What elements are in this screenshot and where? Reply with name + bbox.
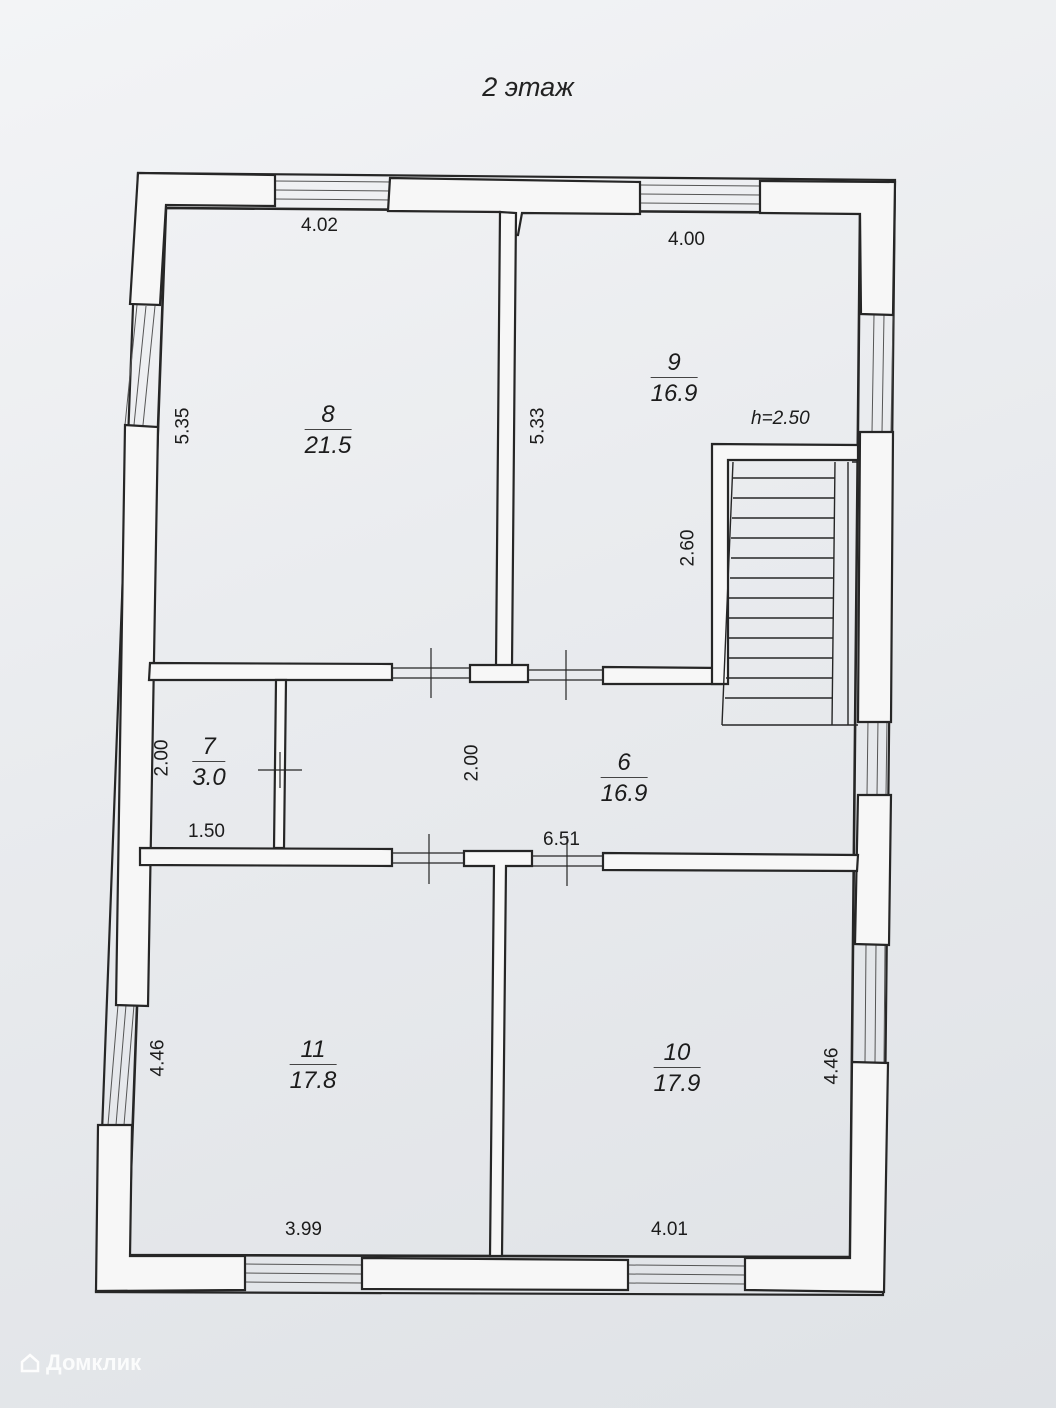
window-bottom-right <box>627 1264 746 1285</box>
room-area: 17.8 <box>289 1067 337 1094</box>
pier-right-mid <box>853 793 893 947</box>
dim-room10-depth: 4.46 <box>821 1047 843 1085</box>
room-number: 6 <box>600 751 648 778</box>
room-number: 10 <box>653 1041 701 1068</box>
windows <box>107 180 894 1285</box>
room-number: 7 <box>192 735 226 762</box>
room-8-label: 8 21.5 <box>304 403 352 459</box>
window-top-right <box>639 184 761 205</box>
dim-room7-depth: 2.00 <box>151 739 173 777</box>
window-left-upper <box>124 304 156 426</box>
room-area: 3.0 <box>192 764 226 791</box>
window-right-mid <box>866 719 888 796</box>
wall-hall-lower-right <box>601 851 860 873</box>
stair-wall <box>710 442 860 686</box>
staircase <box>721 461 858 726</box>
room-area: 16.9 <box>650 380 698 407</box>
wall-hall-lower-left <box>138 846 394 868</box>
pier-bottom-mid <box>360 1256 630 1292</box>
dim-room9-width: 4.00 <box>668 229 705 250</box>
dim-room10-width: 4.01 <box>651 1219 688 1240</box>
room-10-label: 10 17.9 <box>653 1041 701 1097</box>
pier-right-lower <box>743 1060 890 1294</box>
dim-room8-depth: 5.35 <box>172 407 194 445</box>
floor-title: 2 этаж <box>482 72 574 102</box>
door-marks <box>258 648 603 886</box>
dim-room9-depth: 5.33 <box>527 407 549 445</box>
dim-hall-length: 6.51 <box>543 829 580 850</box>
wall-hall-lower-mid <box>462 849 534 1258</box>
window-right-upper <box>871 314 894 433</box>
window-top-left <box>274 180 391 201</box>
wall-hall-upper-right <box>601 665 724 686</box>
dim-room11-width: 3.99 <box>285 1219 322 1240</box>
ceiling-height: h=2.50 <box>751 408 810 429</box>
dim-stair-length: 2.60 <box>677 529 699 567</box>
dim-room7-width: 1.50 <box>188 821 225 842</box>
pier-top-right-corner <box>758 179 897 317</box>
house-icon <box>20 1353 40 1373</box>
wall-hall-upper-mid <box>468 663 530 684</box>
pier-top-left-corner <box>128 171 277 307</box>
room-9-label: 9 16.9 <box>650 351 698 407</box>
dim-room11-depth: 4.46 <box>147 1039 169 1077</box>
wall-hall-upper-left <box>147 661 394 682</box>
window-left-lower <box>107 1004 135 1126</box>
pier-right-stair <box>856 430 895 724</box>
room-number: 9 <box>650 351 698 378</box>
pier-top-mid <box>386 176 642 237</box>
dim-hall-depth: 2.00 <box>461 744 483 782</box>
wall-8-9 <box>494 210 518 668</box>
window-right-lower <box>864 944 886 1063</box>
room-area: 17.9 <box>653 1070 701 1097</box>
watermark-text: Домклик <box>46 1350 142 1375</box>
pier-left-mid <box>114 423 160 1008</box>
outer-wall <box>94 171 897 1297</box>
window-bottom-left <box>244 1263 363 1284</box>
watermark: Домклик <box>20 1350 141 1376</box>
room-6-label: 6 16.9 <box>600 751 648 807</box>
pier-bottom-left <box>94 1123 247 1293</box>
room-area: 16.9 <box>600 780 648 807</box>
room-11-label: 11 17.8 <box>289 1038 337 1094</box>
room-number: 8 <box>304 403 352 430</box>
room-7-label: 7 3.0 <box>192 735 226 791</box>
room-area: 21.5 <box>304 432 352 459</box>
room-number: 11 <box>289 1038 337 1065</box>
dim-room8-width: 4.02 <box>301 215 338 236</box>
